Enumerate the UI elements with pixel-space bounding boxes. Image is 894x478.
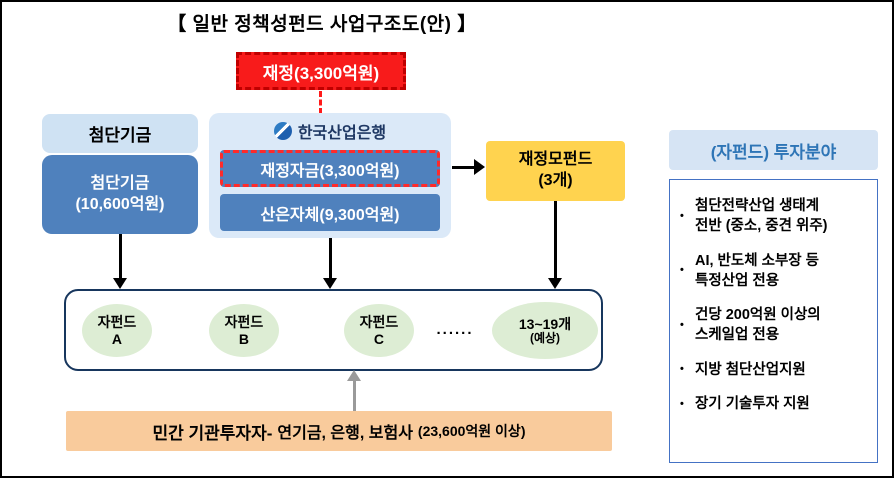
- sub-fund-count-value: 13~19개: [518, 315, 572, 332]
- sub-funds-container: 자펀드 A 자펀드 B 자펀드 C ...... 13~19개 (예상): [64, 289, 603, 371]
- arrow-mother-fund-line: [554, 201, 557, 280]
- sub-fund-count: 13~19개 (예상): [492, 302, 598, 359]
- budget-label: 재정(3,300억원): [262, 63, 380, 83]
- advanced-fund-label: 첨단기금: [42, 114, 198, 153]
- advanced-fund-box: 첨단기금 (10,600억원): [42, 155, 198, 234]
- private-investors-box: 민간 기관투자자- 연기금, 은행, 보험사 (23,600억원 이상): [66, 411, 612, 451]
- kdb-logo-icon: [273, 121, 292, 140]
- investment-area-item: • 지방 첨단산업지원: [680, 360, 869, 380]
- kdb-name: 한국산업은행: [297, 124, 387, 142]
- investment-area-text: 건당 200억원 이상의 스케일업 전용: [695, 307, 821, 344]
- bullet-icon: •: [680, 318, 684, 331]
- bullet-icon: •: [680, 209, 684, 222]
- arrow-kdb-head: [323, 278, 337, 289]
- diagram-title: 【 일반 정책성펀드 사업구조도(안) 】: [167, 14, 477, 35]
- investors-title: 민간 기관투자자-: [152, 423, 273, 443]
- bullet-icon: •: [680, 363, 684, 376]
- kdb-fiscal-funds-box: 재정자금(3,300억원): [220, 150, 440, 187]
- investment-area-text: 장기 기술투자 지원: [695, 396, 810, 413]
- arrow-investors-line: [353, 380, 356, 412]
- investment-areas-panel: • 첨단전략산업 생태계 전반 (중소, 중견 위주) • AI, 반도체 소부…: [669, 179, 878, 463]
- kdb-container: 한국산업은행 재정자금(3,300억원) 산은자체(9,300억원): [209, 113, 451, 238]
- budget-box: 재정(3,300억원): [236, 52, 406, 90]
- investment-area-item: • 장기 기술투자 지원: [680, 394, 869, 414]
- investment-area-text: 지방 첨단산업지원: [695, 361, 806, 378]
- investment-areas-header: (자펀드) 투자분야: [669, 130, 878, 170]
- arrow-to-mother-fund-head: [474, 159, 485, 175]
- sub-fund-count-note: (예상): [529, 330, 561, 345]
- investment-area-item: • 첨단전략산업 생태계 전반 (중소, 중견 위주): [680, 196, 869, 237]
- investment-area-item: • 건당 200억원 이상의 스케일업 전용: [680, 305, 869, 346]
- mother-fund-box: 재정모펀드 (3개): [486, 141, 625, 201]
- bullet-icon: •: [680, 397, 684, 410]
- ellipsis-dots: ......: [436, 321, 474, 338]
- investment-area-text: AI, 반도체 소부장 등 특정산업 전용: [695, 252, 819, 289]
- sub-fund-b: 자펀드 B: [209, 304, 279, 357]
- investment-area-item: • AI, 반도체 소부장 등 특정산업 전용: [680, 251, 869, 292]
- kdb-own-funds-box: 산은자체(9,300억원): [220, 194, 440, 231]
- arrow-kdb-line: [329, 238, 332, 280]
- arrow-investors-head: [347, 370, 361, 381]
- investors-note: (23,600억원 이상): [417, 423, 526, 439]
- sub-fund-a: 자펀드 A: [82, 304, 152, 357]
- arrow-mother-fund-head: [548, 278, 562, 289]
- budget-connector-line: [319, 91, 322, 114]
- arrow-left-fund-head: [113, 278, 127, 289]
- arrow-left-fund-line: [119, 234, 122, 280]
- investors-text: 연기금, 은행, 보험사: [277, 425, 413, 442]
- sub-fund-c: 자펀드 C: [344, 304, 414, 357]
- investment-area-text: 첨단전략산업 생태계 전반 (중소, 중견 위주): [695, 198, 828, 235]
- kdb-header: 한국산업은행: [209, 113, 451, 148]
- arrow-to-mother-fund-line: [452, 166, 478, 169]
- bullet-icon: •: [680, 264, 684, 277]
